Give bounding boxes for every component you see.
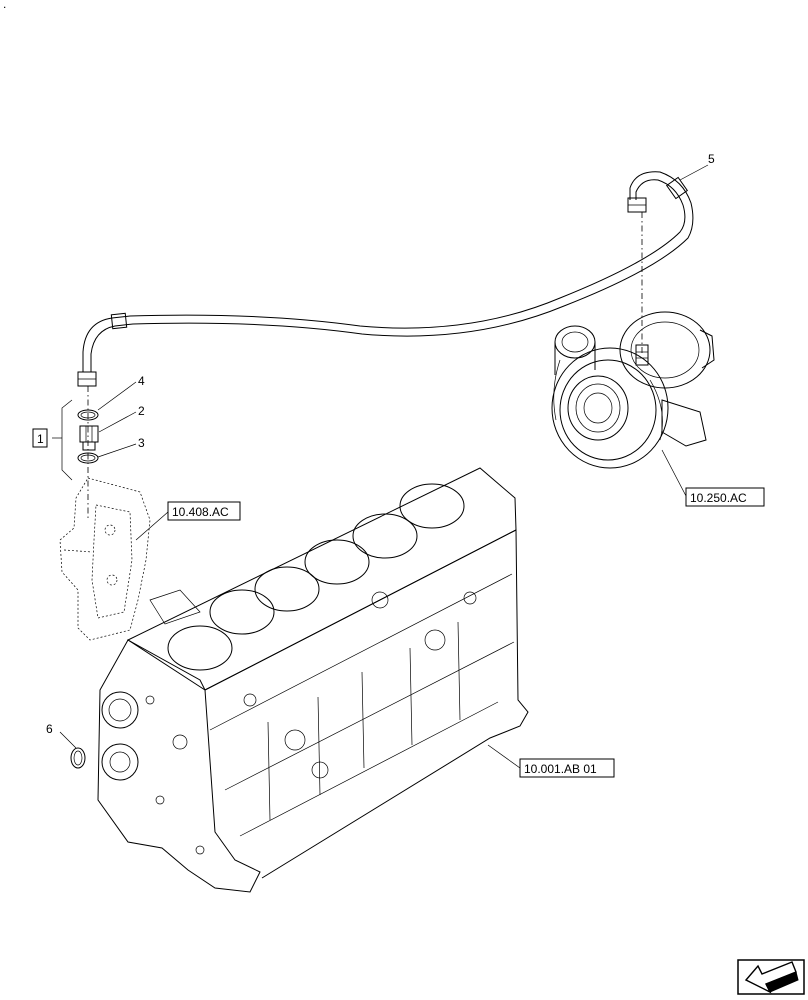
ref-engine-block-label[interactable]: 10.001.AB 01 <box>524 762 597 776</box>
ref-plate[interactable]: 10.408.AC <box>167 501 241 521</box>
seal-ring-item-6 <box>70 747 86 769</box>
previous-page-arrow-icon[interactable] <box>737 959 805 995</box>
adapter-fitting <box>79 425 99 451</box>
callout-5: 5 <box>708 152 715 166</box>
turbocharger <box>551 311 715 469</box>
callout-2: 2 <box>138 404 145 418</box>
ref-turbocharger[interactable]: 10.250.AC <box>685 487 765 507</box>
callout-3: 3 <box>138 436 145 450</box>
corner-mark: . <box>3 0 6 11</box>
ref-engine-block[interactable]: 10.001.AB 01 <box>519 758 615 778</box>
ref-turbocharger-label[interactable]: 10.250.AC <box>690 491 747 505</box>
callout-1-box <box>32 428 48 448</box>
callout-1[interactable]: 1 <box>37 432 44 446</box>
mounting-plate <box>59 477 151 641</box>
oil-pipe <box>77 171 694 387</box>
callout-4: 4 <box>138 374 145 388</box>
callout-6: 6 <box>46 722 53 736</box>
engine-block <box>97 467 529 893</box>
ref-plate-label[interactable]: 10.408.AC <box>172 505 229 519</box>
